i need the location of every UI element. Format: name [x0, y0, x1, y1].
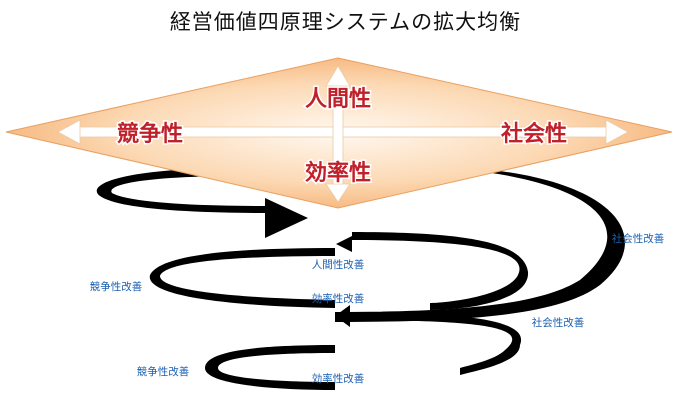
spiral-ring-mid-upper-right	[352, 232, 529, 310]
expansion-spiral	[96, 168, 625, 390]
arrow-up-head	[325, 65, 351, 87]
label-social: 社会性	[501, 121, 567, 147]
arrow-down-head	[325, 183, 351, 203]
cross-arrows	[57, 65, 629, 203]
label-humanity: 人間性	[305, 87, 371, 112]
arrowhead-low	[335, 305, 350, 327]
note-humanity-improvement: 人間性改善	[312, 258, 365, 271]
note-efficiency-improvement-2: 効率性改善	[312, 372, 365, 385]
note-social-improvement-2: 社会性改善	[532, 316, 585, 329]
spiral-ring-bottom-left	[205, 345, 335, 390]
arrow-right-head	[605, 119, 629, 145]
note-competition-improvement-1: 競争性改善	[90, 280, 143, 293]
big-arrowhead	[265, 198, 308, 238]
spiral-ring-top-left	[96, 168, 265, 213]
label-efficiency: 効率性	[305, 160, 371, 186]
note-efficiency-improvement-1: 効率性改善	[312, 292, 365, 305]
arrow-left-head	[57, 119, 81, 145]
diagram-title: 経営価値四原理システムの拡大均衡	[169, 10, 522, 34]
spiral-ring-mid-lower-right	[335, 312, 522, 375]
arrowhead-mid	[336, 236, 352, 252]
note-social-improvement-1: 社会性改善	[612, 232, 665, 245]
spiral-ring-mid-upper-left	[149, 248, 335, 308]
note-competition-improvement-2: 競争性改善	[137, 365, 190, 378]
label-competition: 競争性	[117, 121, 183, 147]
